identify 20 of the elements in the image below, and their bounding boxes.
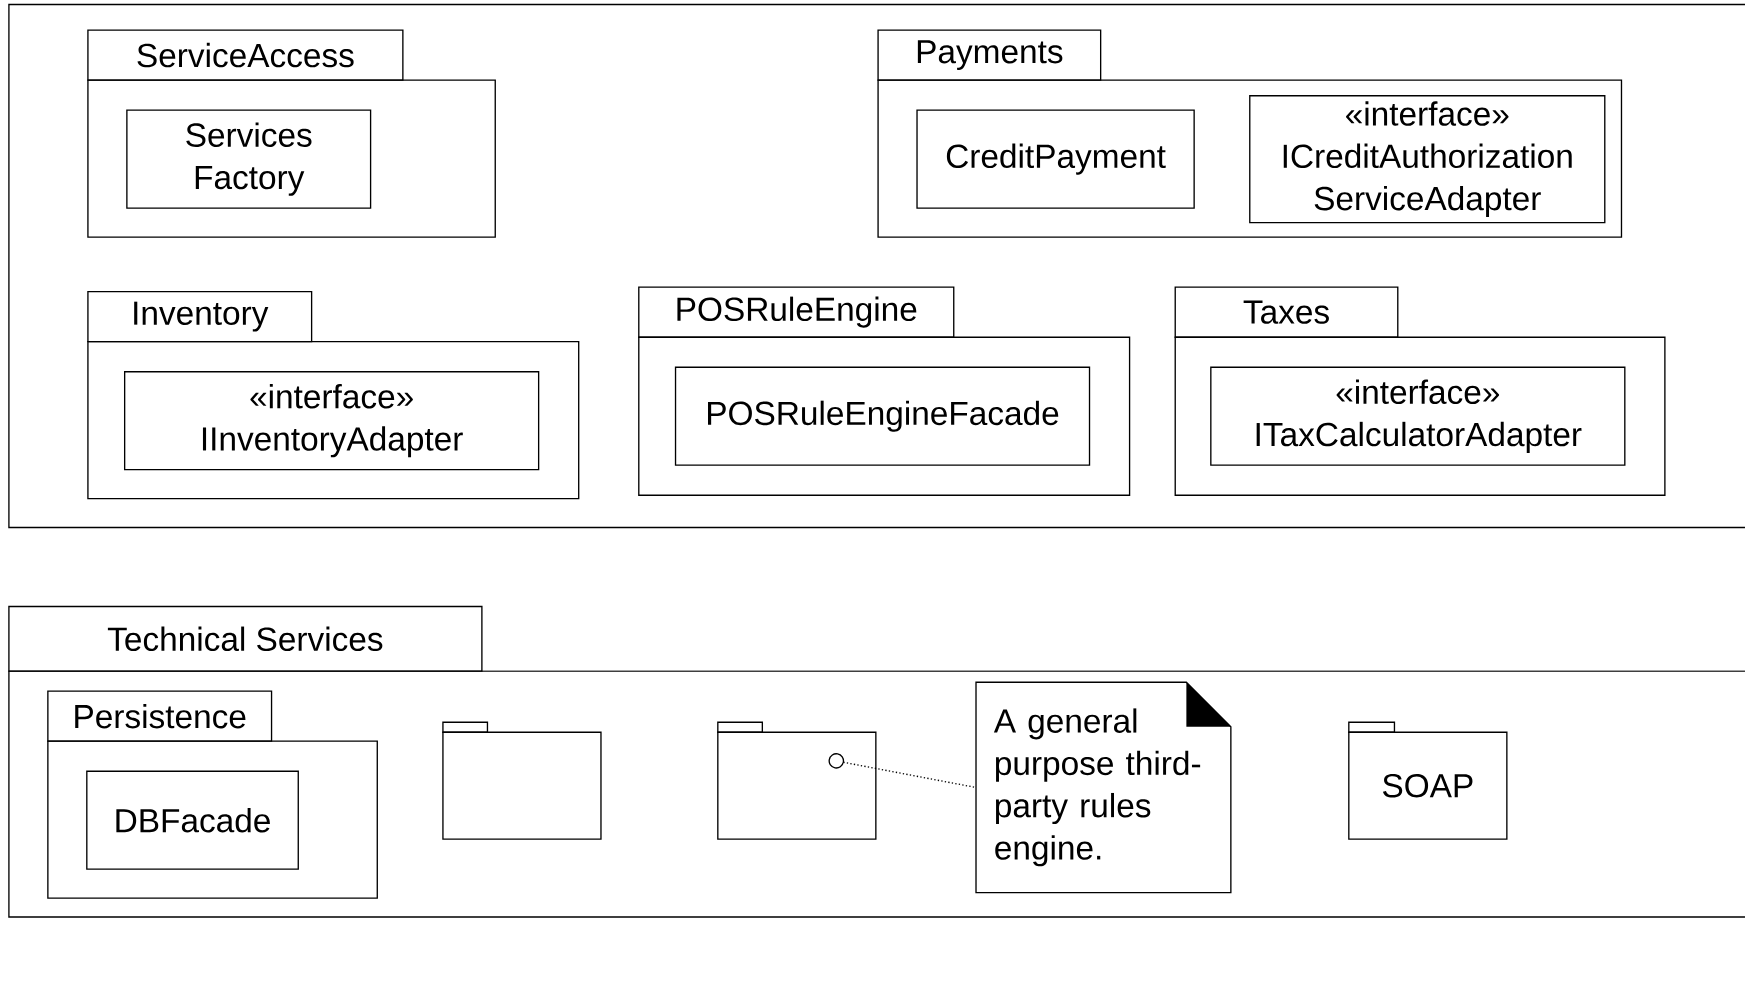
class-box: «interface» IInventoryAdapter — [124, 370, 540, 471]
layer-frame — [8, 3, 1745, 529]
package: SOAP — [1348, 721, 1508, 840]
node-label: Taxes — [1243, 300, 1329, 324]
node-label: Technical Services — [107, 626, 383, 651]
class-box: POSRuleEngineFacade — [674, 366, 1091, 466]
class-box: «interface» ICreditAuthorization ServiceAdapter — [1249, 95, 1606, 224]
note: A general purpose third-party rules engine. — [975, 681, 1232, 894]
node-label: Payments — [917, 40, 1063, 70]
node-label: ServiceAccess — [137, 42, 354, 68]
node-label: Inventory — [134, 301, 269, 332]
node-label: POSRuleEngine — [677, 296, 917, 328]
class-box: DBFacade — [86, 770, 299, 870]
package — [717, 721, 877, 840]
class-box: Services Factory — [126, 109, 372, 209]
dotted-connector — [828, 753, 976, 788]
class-box: CreditPayment — [916, 109, 1195, 209]
class-box: «interface» ITaxCalculatorAdapter — [1210, 366, 1626, 466]
package — [442, 721, 602, 840]
node-label: Persistence — [75, 703, 246, 729]
